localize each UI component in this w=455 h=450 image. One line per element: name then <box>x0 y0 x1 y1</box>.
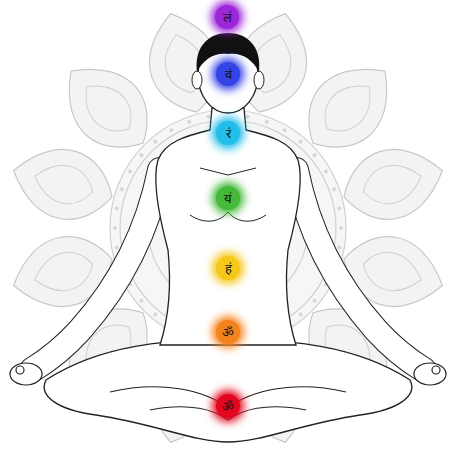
chakra-circle: हं <box>216 256 240 280</box>
mandala-petal-inner <box>30 158 98 210</box>
mandala-dot <box>153 313 157 317</box>
mandala-dot <box>113 226 117 230</box>
figure-leg-lines <box>110 387 346 420</box>
mandala-dot <box>115 246 119 250</box>
bija-syllable: यं <box>224 192 232 205</box>
mandala-petal-inner <box>314 73 383 142</box>
mandala-dot <box>139 153 143 157</box>
mandala-dot <box>120 187 124 191</box>
bija-syllable: लं <box>223 11 232 24</box>
figure-chest-lines <box>190 168 266 221</box>
bija-syllable: ॐ <box>222 326 234 339</box>
mandala-petal-inner <box>30 246 98 298</box>
mandala-dot <box>246 115 250 119</box>
mandala-dot <box>115 206 119 210</box>
mandala-dot <box>206 115 210 119</box>
mandala-dot <box>299 139 303 143</box>
mandala-petal-inner <box>73 73 142 142</box>
mandala-dot <box>153 139 157 143</box>
mandala-dot <box>128 170 132 174</box>
mandala-petal-inner <box>358 158 426 210</box>
mandala-dot <box>337 206 341 210</box>
mandala-petal <box>5 137 121 230</box>
mandala-dot <box>324 170 328 174</box>
mandala-petal-inner <box>358 246 426 298</box>
chakra-circle: वं <box>216 62 240 86</box>
chakra-circle: रं <box>216 121 240 145</box>
chakra-circle: ॐ <box>216 394 240 418</box>
bija-syllable: वं <box>225 68 232 81</box>
mandala-dot <box>339 226 343 230</box>
mandala-dot <box>170 128 174 132</box>
figure-arms <box>32 170 424 370</box>
mandala-dot <box>332 187 336 191</box>
mandala-dot <box>265 120 269 124</box>
mandala-dot <box>337 246 341 250</box>
figure-torso <box>156 108 300 345</box>
chakra-circle: ॐ <box>216 320 240 344</box>
mandala <box>5 5 452 450</box>
figure-ear <box>254 71 264 89</box>
chakra-circle: यं <box>216 186 240 210</box>
figure-legs <box>44 341 411 442</box>
mandala-dot <box>187 120 191 124</box>
mandala-dot <box>299 313 303 317</box>
bija-syllable: ॐ <box>222 400 234 413</box>
mandala-dot <box>139 299 143 303</box>
mandala-dot <box>283 128 287 132</box>
bija-syllable: हं <box>225 262 232 275</box>
mandala-dot <box>313 299 317 303</box>
figure-ear <box>192 71 202 89</box>
mandala-dot <box>313 153 317 157</box>
chakra-circle: लं <box>215 5 239 29</box>
mandala-petal <box>335 137 451 230</box>
bija-syllable: रं <box>226 127 231 140</box>
